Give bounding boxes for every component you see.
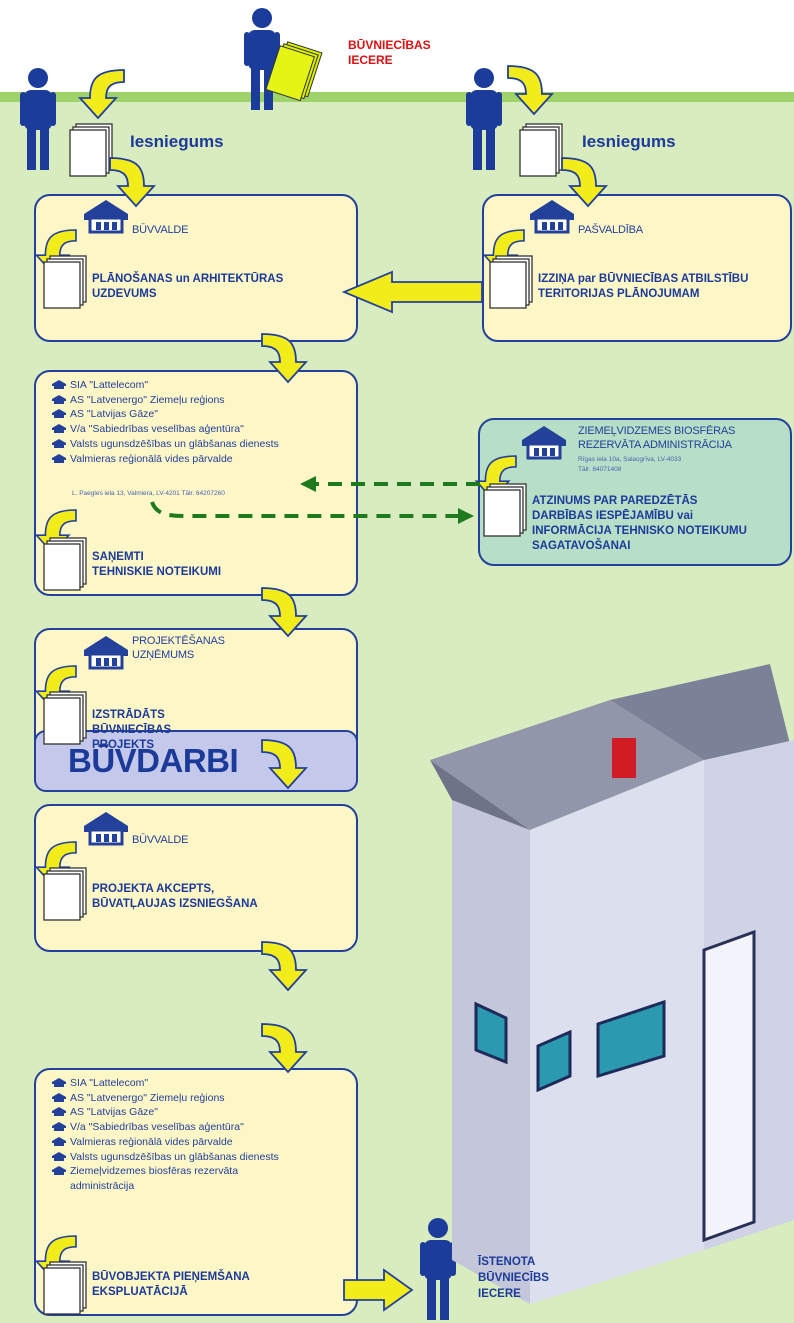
box-docs-icon (43, 255, 87, 309)
list-item: AS "Latvijas Gāze" (52, 1105, 279, 1120)
arrow-step-icon (261, 941, 307, 991)
list-item: Valsts ugunsdzēšības un glābšanas dienes… (52, 437, 279, 452)
arrow-to-result-icon (343, 1268, 414, 1312)
box-docs-icon (489, 255, 533, 309)
submission-left-label: Iesniegums (130, 132, 224, 151)
construction-band: BŪVDARBI (34, 730, 358, 792)
arrow-down-1-icon (109, 157, 155, 207)
construction-label: BŪVDARBI (68, 742, 239, 779)
biosphere-phone: Tālr. 64071408 (578, 466, 622, 473)
list-item: Valmieras reģionālā vides pārvalde (52, 1135, 279, 1150)
municipality-org: PAŠVALDĪBA (578, 224, 643, 236)
box-docs-icon (483, 483, 527, 537)
submission-right-label: Iesniegums (582, 132, 676, 151)
list-item: V/a "Sabiedrības veselības aģentūra" (52, 1120, 279, 1135)
arrow-to-right-submission-icon (507, 65, 553, 115)
house-3d-icon (430, 664, 794, 1304)
municipality-house-icon (528, 198, 576, 234)
submission-left-docs-icon (69, 123, 113, 177)
box-docs-icon (43, 691, 87, 745)
arrow-step-icon (261, 1023, 307, 1073)
arrow-step-icon (261, 587, 307, 637)
list-item: Valsts ugunsdzēšības un glābšanas dienes… (52, 1150, 279, 1165)
step4-title: PROJEKTA AKCEPTS,BŪVATĻAUJAS IZSNIEGŠANA (92, 883, 258, 910)
arrow-to-left-submission-icon (79, 69, 125, 119)
biosphere-house-icon (520, 424, 568, 460)
biosphere-address: Rīgas iela 10a, Salacgrīva, LV-4033 (578, 456, 682, 463)
arrow-down-2-icon (561, 157, 607, 207)
arrow-left-icon (341, 270, 483, 314)
person-icon (244, 8, 280, 110)
list-item: AS "Latvenergo" Ziemeļu reģions (52, 393, 279, 408)
box-docs-icon (43, 537, 87, 591)
permit-house-icon (82, 810, 130, 846)
arrow-step-icon (261, 333, 307, 383)
acceptance-orgs-list: SIA "Lattelecom" AS "Latvenergo" Ziemeļu… (52, 1076, 279, 1194)
list-item: SIA "Lattelecom" (52, 378, 279, 393)
person-left-icon (20, 68, 56, 170)
list-item: Ziemeļvidzemes biosfēras rezervāta (52, 1164, 279, 1179)
list-item: V/a "Sabiedrības veselības aģentūra" (52, 422, 279, 437)
valmiera-address: L. Paegles iela 13, Valmiera, LV-4201 Tā… (72, 490, 225, 497)
utility-orgs-list: SIA "Lattelecom" AS "Latvenergo" Ziemeļu… (52, 378, 279, 466)
submission-right-docs-icon (519, 123, 563, 177)
list-item: AS "Latvenergo" Ziemeļu reģions (52, 1091, 279, 1106)
box-docs-icon (43, 1261, 87, 1315)
list-item: administrācija (70, 1179, 135, 1192)
result-person-icon (420, 1218, 456, 1320)
person-right-icon (466, 68, 502, 170)
arrow-step-icon (261, 739, 307, 789)
list-item: SIA "Lattelecom" (52, 1076, 279, 1091)
design-house-icon (82, 634, 130, 670)
step1-org: BŪVVALDE (132, 224, 189, 236)
box-docs-icon (43, 867, 87, 921)
dashed-arrow-right-icon (150, 501, 468, 518)
building-authority-house-icon (82, 198, 130, 234)
list-item: AS "Latvijas Gāze" (52, 407, 279, 422)
list-item: Valmieras reģionālā vides pārvalde (52, 452, 279, 467)
acceptance-box (34, 1068, 358, 1316)
idea-documents-icon (265, 41, 323, 102)
step4-org: BŪVVALDE (132, 834, 189, 846)
